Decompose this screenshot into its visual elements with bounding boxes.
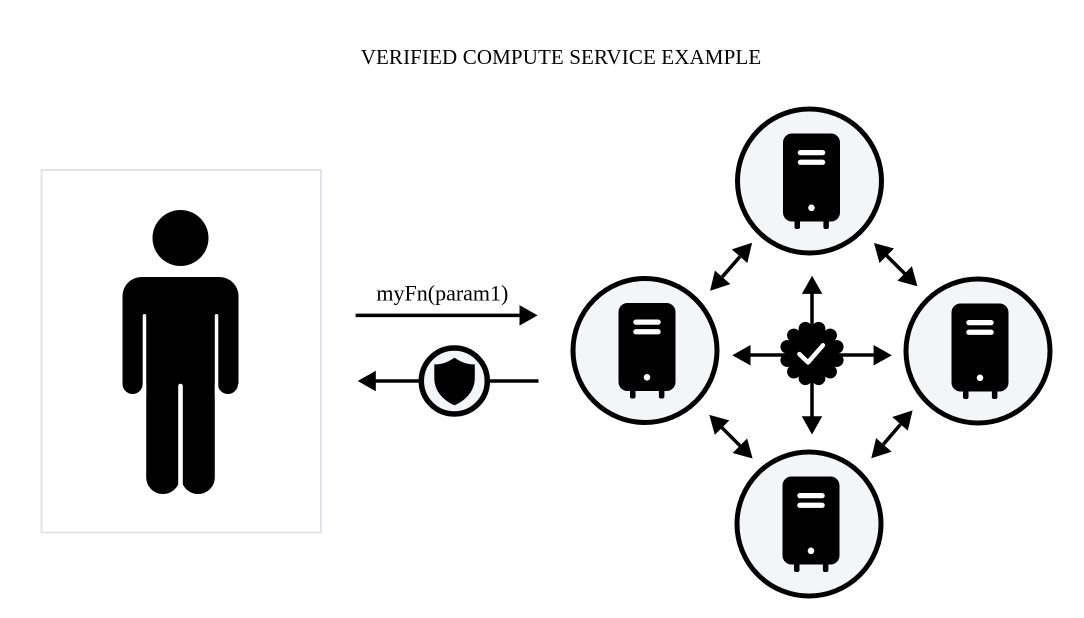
svg-text:VERIFIED COMPUTE SERVICE EXAMP: VERIFIED COMPUTE SERVICE EXAMPLE (361, 45, 762, 69)
svg-text:myFn(param1): myFn(param1) (376, 280, 508, 305)
